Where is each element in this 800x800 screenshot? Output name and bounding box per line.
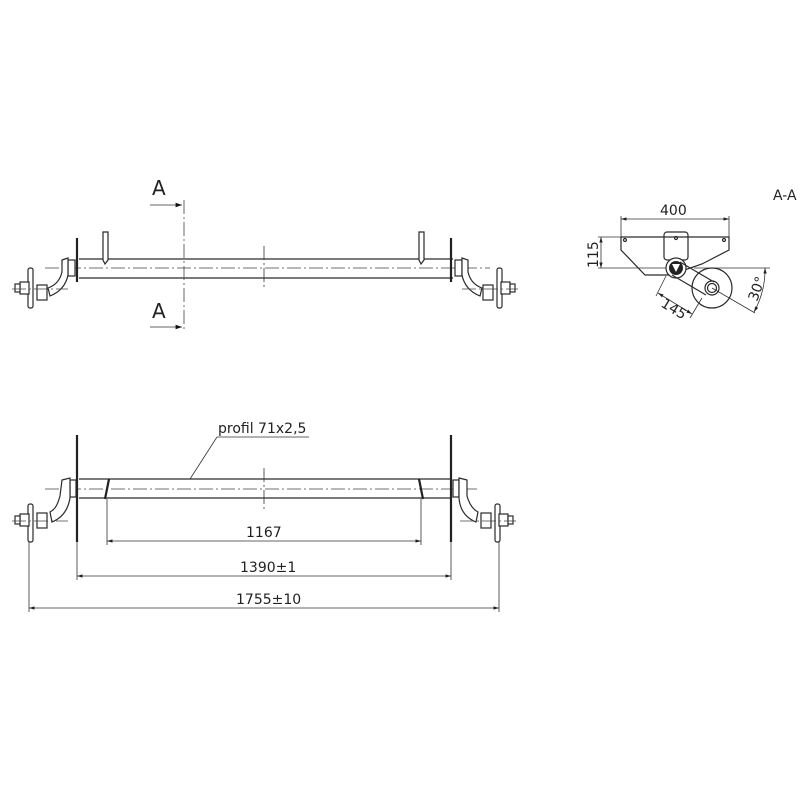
dim-flange-distance: 1390±1: [240, 560, 296, 576]
dim-section-height: 115: [586, 241, 602, 268]
dim-inner-length: 1167: [246, 525, 282, 541]
section-marker-top: A: [152, 176, 166, 200]
front-view: profil 71x2,5 1167 1390±1 1755±10: [12, 421, 516, 612]
right-stub-axle-front: [452, 477, 516, 543]
dim-overall-length: 1755±10: [236, 592, 301, 608]
dim-arm-length: 145: [658, 296, 689, 323]
section-marker-bottom: A: [152, 299, 166, 323]
section-title: A-A: [773, 188, 797, 204]
dim-section-width: 400: [660, 203, 687, 219]
left-stub-axle-front: [12, 477, 77, 543]
profile-leader-label: profil 71x2,5: [218, 421, 306, 437]
dim-arm-angle: 30°: [746, 275, 770, 304]
section-view: A-A 400 115 145 30°: [586, 188, 797, 323]
right-stub-axle: [454, 257, 518, 309]
top-view: A A: [12, 176, 518, 332]
left-stub-axle: [12, 257, 76, 309]
